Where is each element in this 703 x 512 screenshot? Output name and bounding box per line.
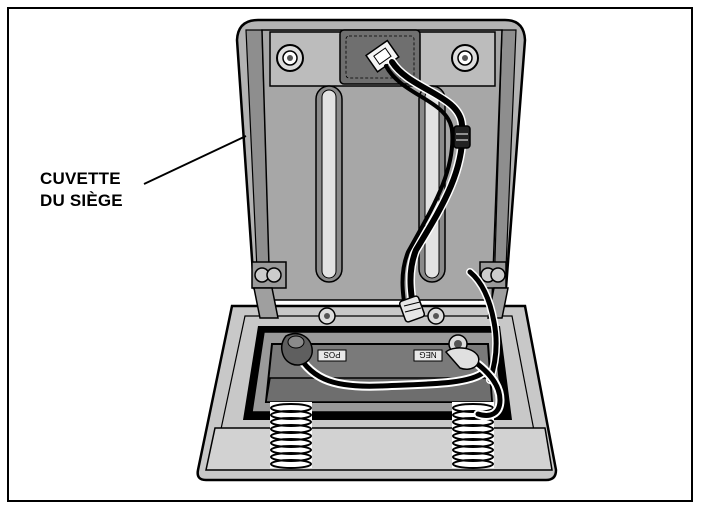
wire-clip [453,125,471,149]
right-hinge-bolt [479,261,507,289]
left-mounting-stud [276,44,304,72]
positive-terminal-label: POS [324,350,341,359]
left-hinge-bracket [253,287,279,319]
left-spring [270,402,312,469]
negative-terminal-label: NEG [419,350,436,359]
left-hinge-bolt [251,261,287,289]
seat-pan-callout: CUVETTE DU SIÈGE [40,168,123,212]
figure-border [7,7,693,502]
right-mounting-stud [451,44,479,72]
wire-connector [398,295,426,323]
callout-line-1: CUVETTE [40,169,121,188]
negative-terminal [444,334,480,370]
callout-line-2: DU SIÈGE [40,191,123,210]
right-spring [452,402,494,469]
tray-bolt-right [427,307,445,325]
tray-bolt-left [318,307,336,325]
positive-terminal-boot [280,332,313,366]
callout-leader-line [143,135,247,185]
